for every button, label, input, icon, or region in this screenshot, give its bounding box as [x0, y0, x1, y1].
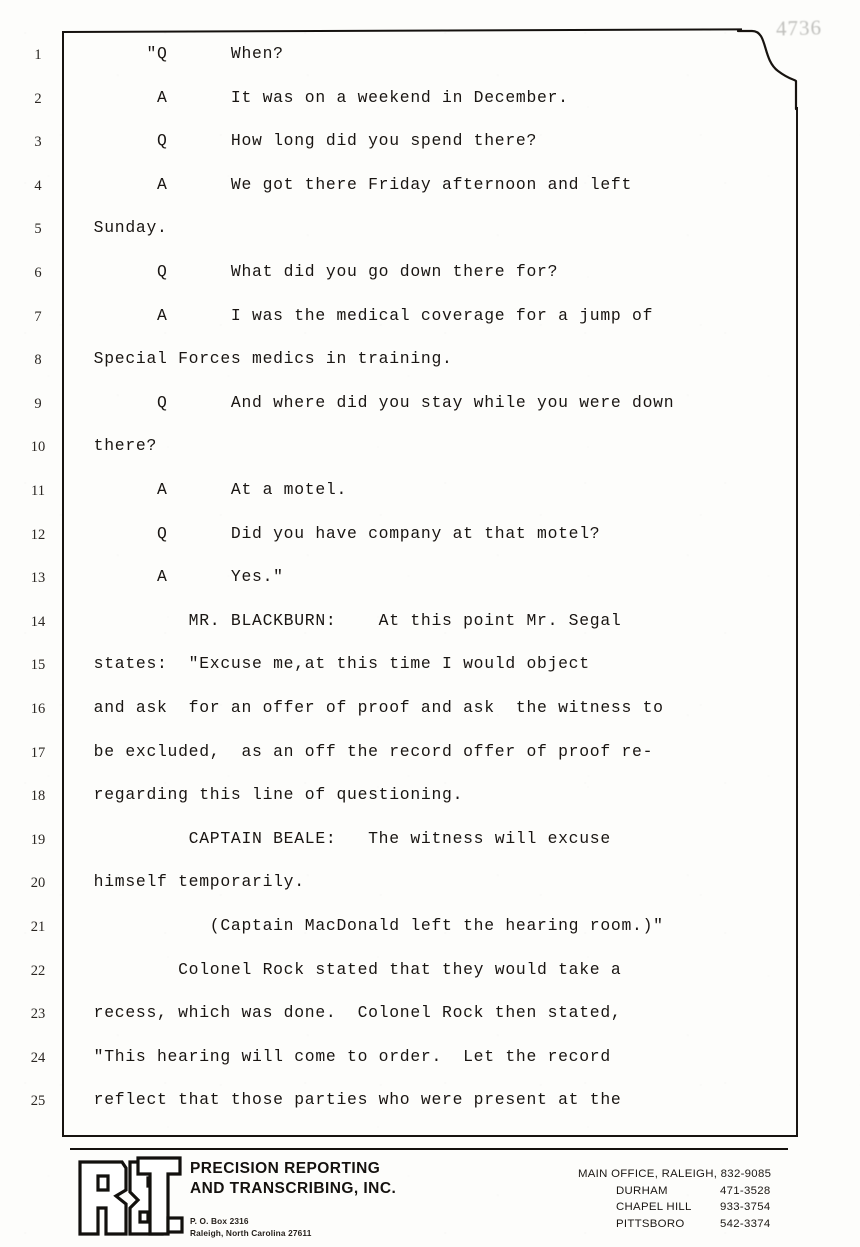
office-phone-row: DURHAM 471-3528: [578, 1183, 771, 1200]
transcript-line: A At a motel.: [62, 480, 348, 499]
line-number: 18: [30, 788, 46, 805]
transcript-line: (Captain MacDonald left the hearing room…: [62, 916, 664, 935]
rt-logo-icon: [76, 1156, 184, 1240]
text-frame: [61, 28, 798, 1137]
line-number: 9: [34, 395, 42, 412]
line-number: 25: [30, 1093, 46, 1110]
line-number: 11: [31, 483, 45, 499]
line-number: 12: [30, 526, 46, 543]
transcript-line: Sunday.: [62, 218, 168, 238]
line-number: 21: [30, 919, 46, 935]
transcript-line: "Q When?: [62, 44, 284, 63]
transcript-line: Special Forces medics in training.: [62, 349, 453, 369]
frame-right-rule: [796, 107, 798, 1136]
line-number: 4: [34, 177, 42, 194]
transcript-line: reflect that those parties who were pres…: [62, 1090, 622, 1110]
transcript-line: Q What did you go down there for?: [62, 262, 559, 281]
footer-divider: [70, 1148, 788, 1150]
transcript-line: Colonel Rock stated that they would take…: [62, 959, 622, 979]
line-number: 14: [30, 613, 46, 630]
company-address: P. O. Box 2316 Raleigh, North Carolina 2…: [190, 1216, 311, 1240]
line-number: 13: [30, 570, 46, 587]
transcript-line: Q How long did you spend there?: [62, 131, 538, 151]
office-phone-row: PITTSBORO 542-3374: [578, 1216, 771, 1233]
company-name: PRECISION REPORTING AND TRANSCRIBING, IN…: [190, 1159, 396, 1199]
transcript-line: Q Did you have company at that motel?: [62, 523, 601, 543]
transcript-line: A It was on a weekend in December.: [62, 87, 569, 107]
transcript-line: "This hearing will come to order. Let th…: [62, 1046, 611, 1066]
line-number: 3: [34, 134, 42, 151]
office-phone-number: 542-3374: [720, 1217, 771, 1230]
company-name-line-1: PRECISION REPORTING: [190, 1160, 381, 1177]
transcript-line: A We got there Friday afternoon and left: [62, 174, 633, 194]
office-phone-number: 933-3754: [720, 1201, 771, 1214]
transcript-line: CAPTAIN BEALE: The witness will excuse: [62, 828, 611, 848]
transcript-line: there?: [62, 436, 158, 456]
line-number: 1: [34, 47, 42, 63]
transcript-line: recess, which was done. Colonel Rock the…: [62, 1003, 622, 1023]
office-phone-list: MAIN OFFICE, RALEIGH, 832-9085 DURHAM 471…: [578, 1166, 771, 1233]
transcript-line: A I was the medical coverage for a jump …: [62, 305, 654, 325]
transcript-body: "Q When? A It was on a weekend in Decemb…: [62, 31, 798, 1136]
frame-bottom-rule: [62, 1135, 798, 1137]
office-phone-number: 471-3528: [720, 1184, 771, 1197]
line-number: 24: [30, 1049, 46, 1066]
transcript-line: himself temporarily.: [62, 872, 305, 892]
office-phone-row: CHAPEL HILL 933-3754: [578, 1199, 771, 1216]
line-number: 6: [34, 265, 42, 281]
line-number: 22: [30, 962, 46, 979]
office-city: CHAPEL HILL: [616, 1201, 692, 1214]
line-number: 16: [30, 701, 46, 717]
transcript-line: be excluded, as an off the record offer …: [62, 741, 654, 761]
frame-left-rule: [62, 31, 64, 1136]
line-number: 19: [30, 831, 46, 848]
address-line-2: Raleigh, North Carolina 27611: [190, 1227, 312, 1238]
line-number: 23: [30, 1006, 46, 1023]
transcript-line: regarding this line of questioning.: [62, 785, 464, 805]
line-number: 10: [30, 439, 46, 456]
line-number: 17: [30, 744, 46, 761]
company-name-line-2: AND TRANSCRIBING, INC.: [190, 1179, 397, 1197]
line-number: 20: [30, 875, 46, 892]
transcript-line: states: "Excuse me,at this time I would …: [62, 654, 590, 674]
line-number: 7: [34, 308, 42, 325]
line-number: 15: [30, 657, 46, 674]
main-office-phone: MAIN OFFICE, RALEIGH, 832-9085: [578, 1168, 772, 1180]
transcript-line: Q And where did you stay while you were …: [62, 392, 675, 412]
line-number: 2: [34, 90, 42, 107]
line-number: 8: [34, 352, 42, 369]
office-city: PITTSBORO: [616, 1217, 685, 1230]
office-city: DURHAM: [616, 1184, 668, 1197]
dog-ear-corner-icon: [736, 29, 798, 111]
page-footer: PRECISION REPORTING AND TRANSCRIBING, IN…: [0, 1148, 860, 1247]
transcript-line: MR. BLACKBURN: At this point Mr. Segal: [62, 610, 622, 630]
transcript-line: A Yes.": [62, 567, 284, 587]
transcript-line: and ask for an offer of proof and ask th…: [62, 698, 664, 717]
address-line-1: P. O. Box 2316: [190, 1216, 249, 1226]
line-number: 5: [34, 221, 42, 238]
